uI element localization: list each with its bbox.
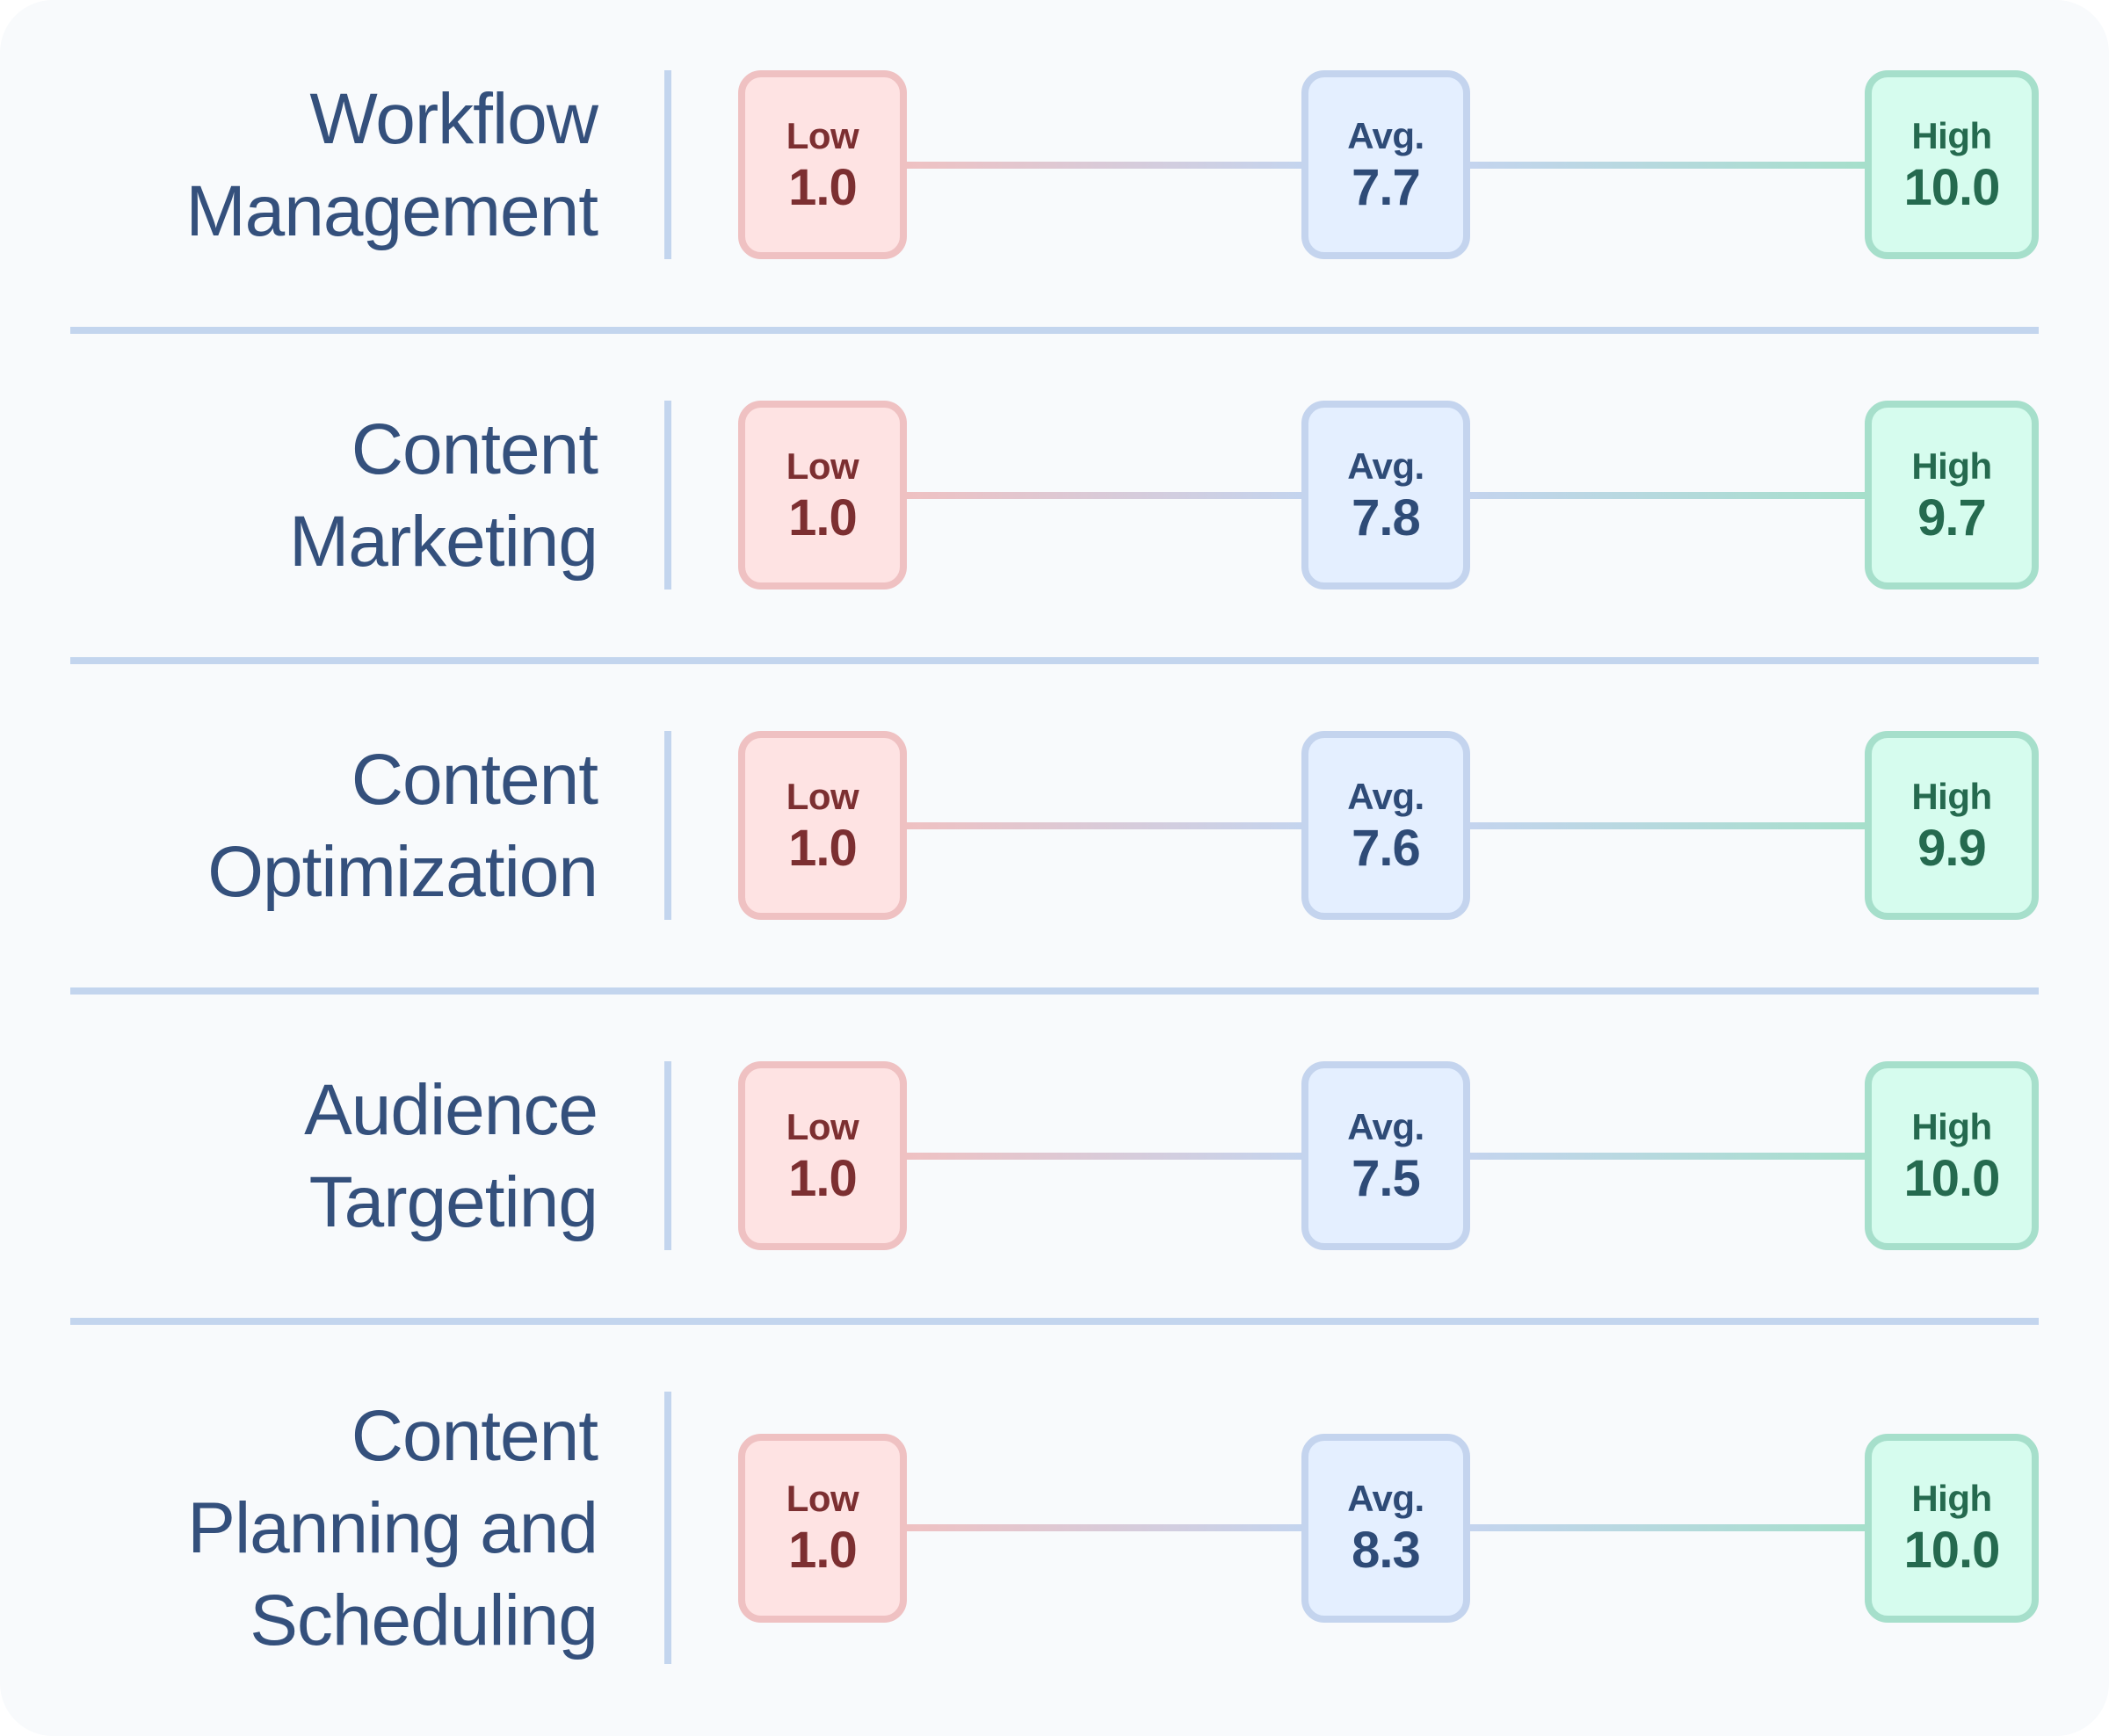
avg-value-box: Avg. 8.3	[1301, 1433, 1470, 1623]
low-value-box: Low 1.0	[738, 731, 907, 920]
high-value: 10.0	[1903, 1522, 2001, 1579]
high-value-box: High 10.0	[1865, 1061, 2039, 1250]
category-label-line: Content	[351, 409, 598, 489]
range-track: Low 1.0 Avg. 8.3 High 10.0	[738, 1367, 2039, 1689]
range-track: Low 1.0 Avg. 7.6 High 9.9	[738, 706, 2039, 944]
avg-high-connector	[1470, 1524, 1865, 1531]
low-label: Low	[786, 1105, 859, 1147]
category-label-line: Audience	[304, 1069, 598, 1150]
row-divider	[664, 70, 671, 259]
avg-value: 7.5	[1352, 1149, 1421, 1207]
table-row: Content Planning and Scheduling Low 1.0 …	[70, 1367, 2039, 1689]
category-label: Workflow Management	[70, 73, 598, 257]
row-divider	[664, 1392, 671, 1664]
avg-label: Avg.	[1347, 1478, 1424, 1519]
table-row: Content Marketing Low 1.0 Avg. 7.8 High …	[70, 376, 2039, 614]
avg-label: Avg.	[1347, 445, 1424, 487]
category-label-line: Targeting	[308, 1161, 598, 1242]
low-avg-connector	[907, 821, 1301, 829]
category-label-line: Content	[351, 1395, 598, 1476]
category-label-line: Scheduling	[250, 1580, 598, 1660]
avg-label: Avg.	[1347, 775, 1424, 817]
high-value: 10.0	[1903, 158, 2001, 216]
high-label: High	[1911, 1478, 1992, 1519]
low-value: 1.0	[788, 1522, 858, 1579]
high-label: High	[1911, 114, 1992, 156]
category-label: Content Planning and Scheduling	[70, 1390, 598, 1667]
avg-label: Avg.	[1347, 1105, 1424, 1147]
high-value-box: High 9.9	[1865, 731, 2039, 920]
row-separator	[70, 987, 2039, 995]
avg-high-connector	[1470, 161, 1865, 169]
row-divider	[664, 401, 671, 590]
low-label: Low	[786, 775, 859, 817]
high-value-box: High 10.0	[1865, 70, 2039, 259]
high-value-box: High 10.0	[1865, 1433, 2039, 1623]
category-label-line: Marketing	[288, 501, 598, 582]
category-label: Content Marketing	[70, 403, 598, 588]
low-value: 1.0	[788, 488, 858, 546]
category-label-line: Workflow	[309, 78, 598, 159]
low-value: 1.0	[788, 158, 858, 216]
high-value: 9.9	[1917, 819, 1987, 877]
avg-value: 8.3	[1352, 1522, 1421, 1579]
avg-high-connector	[1470, 821, 1865, 829]
low-avg-connector	[907, 491, 1301, 499]
category-label: Content Optimization	[70, 734, 598, 918]
category-label-line: Planning and	[187, 1487, 598, 1568]
low-value-box: Low 1.0	[738, 1433, 907, 1623]
low-value: 1.0	[788, 1149, 858, 1207]
high-label: High	[1911, 445, 1992, 487]
range-track: Low 1.0 Avg. 7.8 High 9.7	[738, 376, 2039, 614]
avg-value: 7.6	[1352, 819, 1421, 877]
avg-value-box: Avg. 7.8	[1301, 401, 1470, 590]
low-label: Low	[786, 445, 859, 487]
avg-value-box: Avg. 7.5	[1301, 1061, 1470, 1250]
category-label-line: Management	[185, 170, 598, 251]
avg-label: Avg.	[1347, 114, 1424, 156]
avg-value-box: Avg. 7.6	[1301, 731, 1470, 920]
avg-value: 7.8	[1352, 488, 1421, 546]
low-avg-connector	[907, 1152, 1301, 1160]
low-value: 1.0	[788, 819, 858, 877]
row-divider	[664, 1061, 671, 1250]
low-avg-connector	[907, 161, 1301, 169]
low-value-box: Low 1.0	[738, 1061, 907, 1250]
avg-value-box: Avg. 7.7	[1301, 70, 1470, 259]
row-separator	[70, 657, 2039, 664]
low-label: Low	[786, 114, 859, 156]
row-separator	[70, 1318, 2039, 1325]
high-label: High	[1911, 1105, 1992, 1147]
avg-value: 7.7	[1352, 158, 1421, 216]
range-track: Low 1.0 Avg. 7.5 High 10.0	[738, 1037, 2039, 1275]
avg-high-connector	[1470, 1152, 1865, 1160]
row-separator	[70, 327, 2039, 334]
row-divider	[664, 731, 671, 920]
high-value-box: High 9.7	[1865, 401, 2039, 590]
avg-high-connector	[1470, 491, 1865, 499]
table-row: Workflow Management Low 1.0 Avg. 7.7 Hig…	[70, 46, 2039, 284]
high-label: High	[1911, 775, 1992, 817]
table-row: Content Optimization Low 1.0 Avg. 7.6 Hi…	[70, 706, 2039, 944]
category-label-line: Content	[351, 739, 598, 820]
low-value-box: Low 1.0	[738, 70, 907, 259]
high-value: 9.7	[1917, 488, 1987, 546]
category-label: Audience Targeting	[70, 1064, 598, 1248]
range-track: Low 1.0 Avg. 7.7 High 10.0	[738, 46, 2039, 284]
low-label: Low	[786, 1478, 859, 1519]
category-label-line: Optimization	[207, 831, 598, 912]
low-value-box: Low 1.0	[738, 401, 907, 590]
low-avg-connector	[907, 1524, 1301, 1531]
table-row: Audience Targeting Low 1.0 Avg. 7.5 High…	[70, 1037, 2039, 1275]
high-value: 10.0	[1903, 1149, 2001, 1207]
